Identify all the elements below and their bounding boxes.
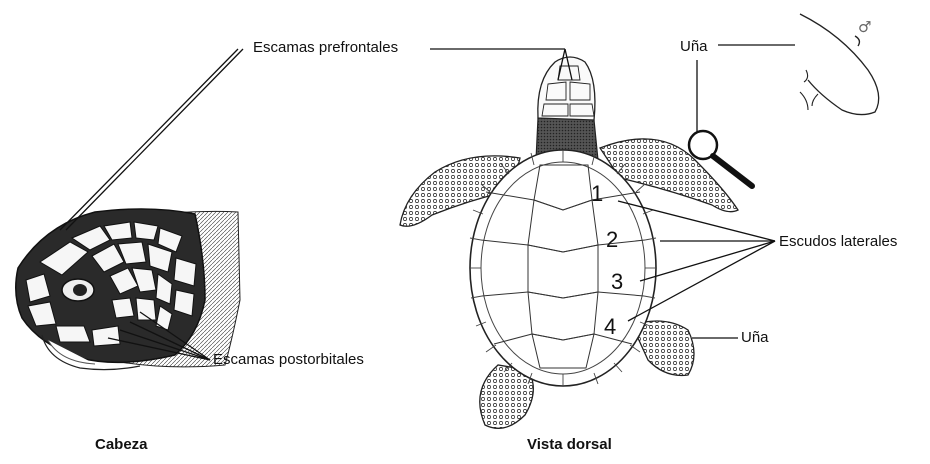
scute-number-1: 1 <box>591 181 603 207</box>
male-symbol-icon: ♂ <box>858 18 871 36</box>
caption-vista-dorsal: Vista dorsal <box>527 436 612 453</box>
label-escamas-postorbitales: Escamas postorbitales <box>213 351 364 368</box>
label-una-top: Uña <box>680 38 708 55</box>
turtle-head-drawing <box>16 209 240 370</box>
scute-number-4: 4 <box>604 314 616 340</box>
label-una-flipper: Uña <box>741 329 769 346</box>
label-escamas-prefrontales: Escamas prefrontales <box>253 39 398 56</box>
scute-number-3: 3 <box>611 269 623 295</box>
turtle-dorsal-drawing <box>400 57 752 428</box>
caption-cabeza: Cabeza <box>95 436 148 453</box>
scute-number-2: 2 <box>606 227 618 253</box>
label-escudos-laterales: Escudos laterales <box>779 233 897 250</box>
